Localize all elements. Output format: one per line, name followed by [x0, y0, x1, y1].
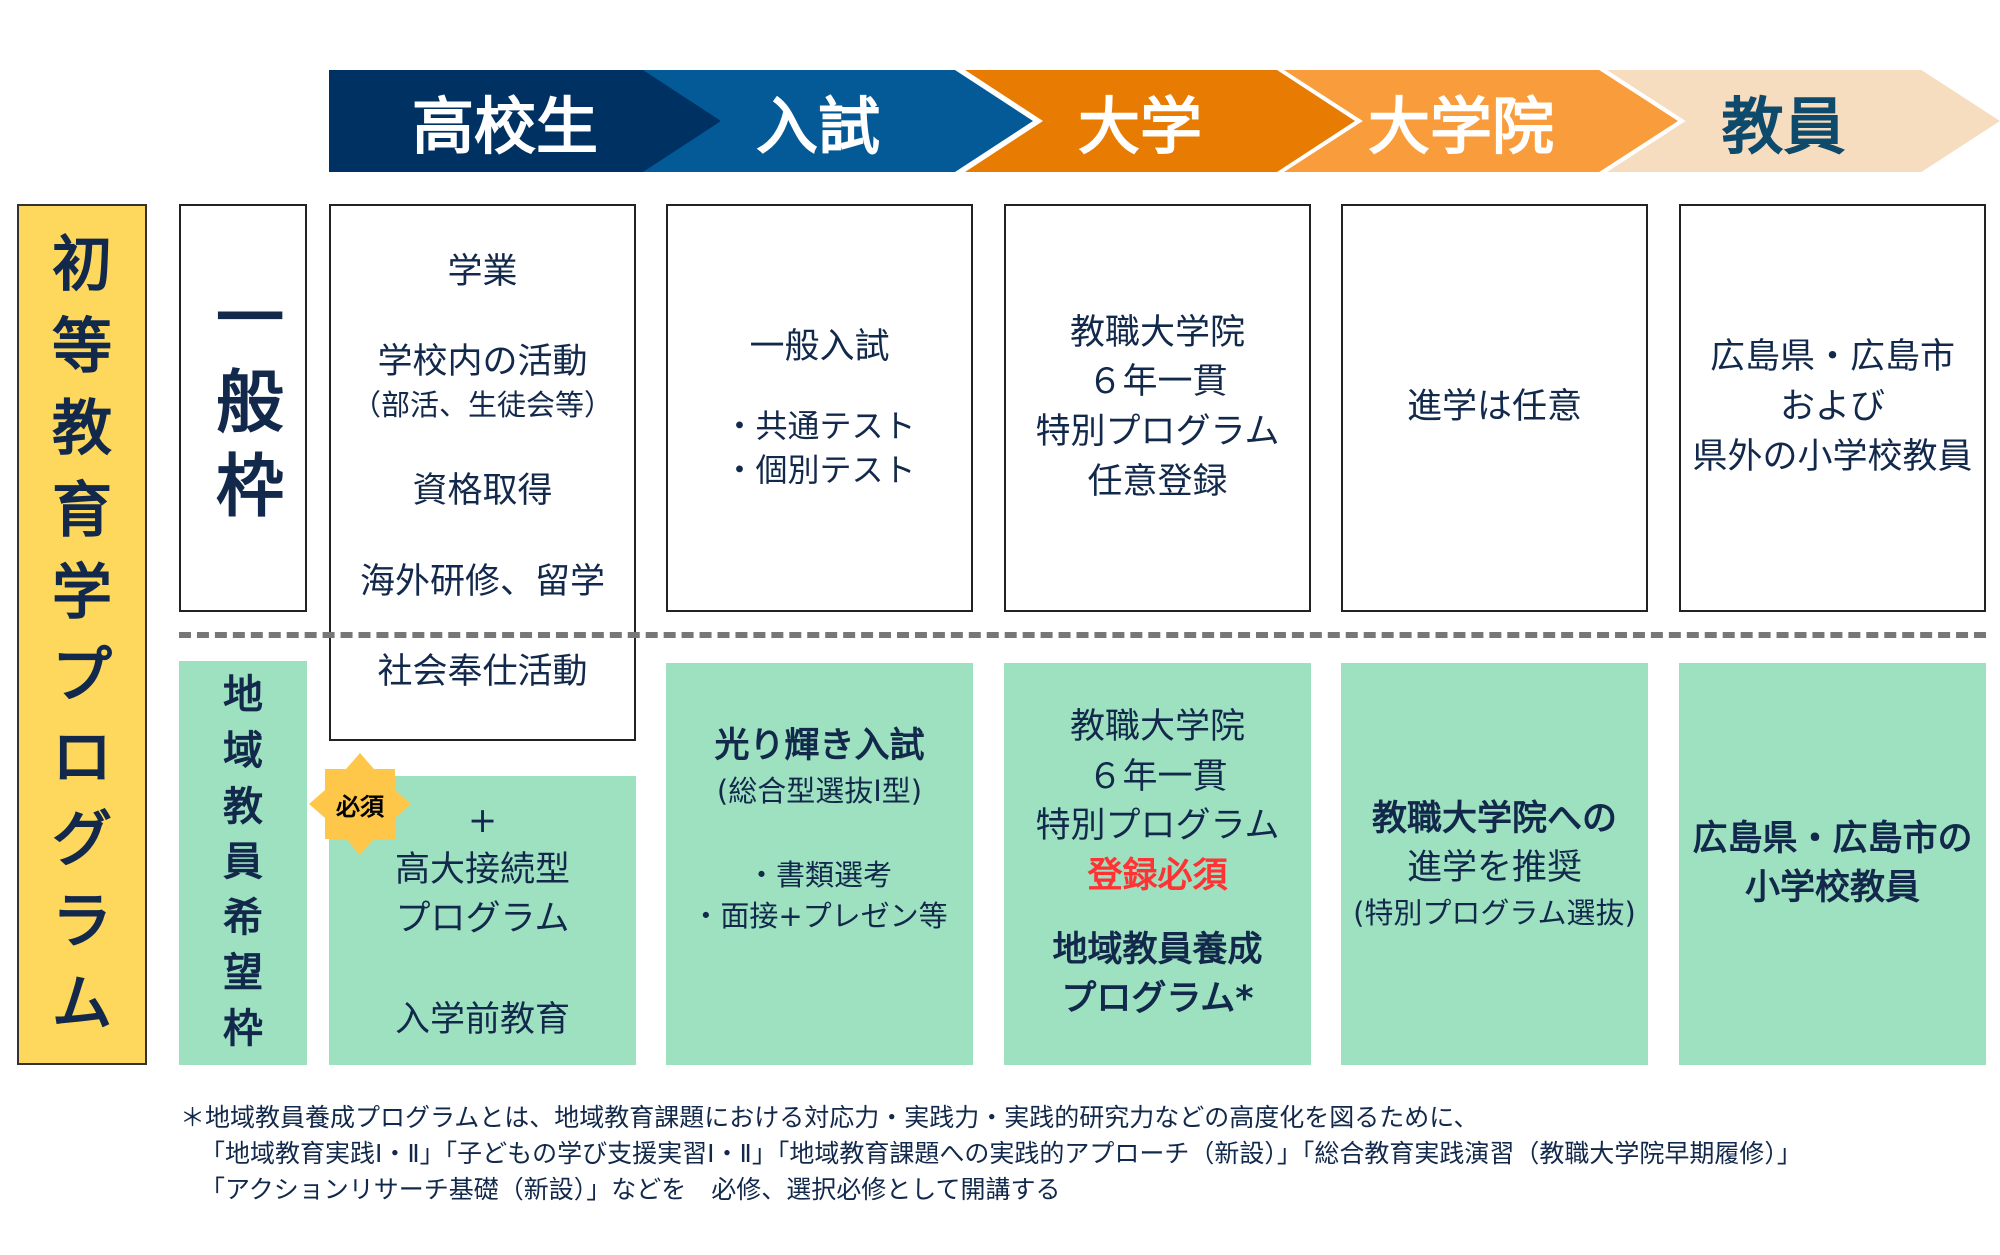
general-quota-label: 一般枠 — [203, 282, 283, 534]
exam-item: ・個別テスト — [723, 450, 916, 489]
general-teacher-box: 広島県・広島市 および 県外の小学校教員 — [1679, 204, 1986, 612]
footnote-line: 「地域教育実践Ⅰ・Ⅱ」「子どもの学び支援実習Ⅰ・Ⅱ」「地域教育課題への実践的アプ… — [200, 1139, 1802, 1168]
stage-label: 高校生 — [411, 90, 598, 163]
vertical-char: 等 — [52, 311, 112, 382]
vertical-char: プ — [52, 640, 112, 711]
vertical-char: グ — [52, 804, 112, 875]
text-note: (特別プログラム選抜) — [1353, 895, 1636, 930]
vertical-char: 員 — [223, 839, 263, 886]
divider-dashed — [179, 632, 1986, 638]
exam-item: ・面接+プレゼン等 — [691, 898, 948, 933]
text-line: ６年一貫 — [1087, 362, 1228, 403]
footnote: ＊地域教員養成プログラムとは、地域教育課題における対応力・実践力・実践的研究力な… — [180, 1100, 1802, 1208]
text-line: 進学を推奨 — [1406, 847, 1582, 888]
plus-sign: + — [467, 800, 498, 841]
vertical-char: 教 — [52, 393, 112, 464]
text-line: 教職大学院 — [1069, 706, 1245, 747]
text-line: 県外の小学校教員 — [1692, 436, 1973, 477]
regional-teacher-box: 広島県・広島市の 小学校教員 — [1679, 663, 1986, 1065]
text-line: 教職大学院 — [1069, 312, 1245, 353]
vertical-char: 域 — [223, 728, 263, 775]
vertical-char: ム — [52, 969, 112, 1040]
text-line: 広島県・広島市の — [1692, 819, 1973, 859]
text-line: プログラム — [395, 898, 570, 939]
activity-school-note: （部活、生徒会等） — [351, 388, 613, 423]
text-line: 高大接続型 — [394, 849, 570, 890]
general-quota-box: 一般枠 — [179, 204, 307, 612]
vertical-char: 育 — [52, 476, 112, 547]
stage-label: 大学院 — [1367, 90, 1554, 163]
exam-item: ・書類選考 — [746, 858, 892, 893]
text-line: 教職大学院への — [1371, 798, 1617, 839]
program-name: プログラム* — [1061, 979, 1254, 1020]
program-title: 初等教育学プログラム — [17, 204, 147, 1065]
regional-university-box: 教職大学院 ６年一貫 特別プログラム 登録必須 地域教員養成 プログラム* — [1004, 663, 1311, 1065]
stage-label: 教員 — [1721, 90, 1846, 163]
text-line: および — [1779, 387, 1885, 428]
activity-school: 学校内の活動 — [377, 342, 588, 383]
regional-quota-label: 地域教員希望枠 — [179, 661, 307, 1065]
general-exam-box: 一般入試 ・共通テスト ・個別テスト — [666, 204, 973, 612]
regional-exam-box: 光り輝き入試 (総合型選抜Ⅰ型) ・書類選考 ・面接+プレゼン等 — [666, 663, 973, 1065]
vertical-char: 学 — [52, 558, 112, 629]
text-line: 入学前教育 — [394, 999, 570, 1040]
text-line: 特別プログラム — [1035, 412, 1280, 452]
exam-title: 光り輝き入試 — [714, 725, 925, 766]
exam-subtitle: (総合型選抜Ⅰ型) — [716, 773, 923, 808]
stage-arrow-teacher: 教員 — [1607, 70, 2000, 172]
activity-volunteer: 社会奉仕活動 — [377, 651, 588, 692]
text-line: 小学校教員 — [1744, 868, 1920, 908]
vertical-char: 教 — [223, 783, 263, 830]
activity-abroad: 海外研修、留学 — [359, 561, 605, 602]
text-line: 任意登録 — [1087, 461, 1228, 502]
text-line: 進学は任意 — [1406, 387, 1582, 428]
stage-label: 入試 — [755, 90, 880, 163]
vertical-char: 枠 — [223, 1005, 263, 1052]
text-line: 広島県・広島市 — [1709, 337, 1955, 378]
text-line: ６年一貫 — [1087, 756, 1228, 797]
footnote-line: 「アクションリサーチ基礎（新設）」などを 必修、選択必修として開講する — [200, 1175, 1061, 1204]
exam-item: ・共通テスト — [723, 407, 916, 446]
required-badge-label: 必須 — [336, 793, 384, 821]
exam-title: 一般入試 — [749, 327, 890, 368]
footnote-line: ＊地域教員養成プログラムとは、地域教育課題における対応力・実践力・実践的研究力な… — [180, 1103, 1479, 1132]
vertical-char: 初 — [52, 229, 112, 300]
vertical-char: ラ — [52, 887, 112, 958]
stage-arrow-highschool: 高校生 — [329, 70, 721, 172]
required-badge-icon — [309, 753, 411, 855]
stage-label: 大学 — [1077, 90, 1202, 163]
program-name: 地域教員養成 — [1052, 929, 1263, 970]
vertical-char: 地 — [223, 672, 263, 719]
activity-qualification: 資格取得 — [412, 471, 553, 512]
registration-required: 登録必須 — [1087, 856, 1228, 896]
general-graduate-box: 進学は任意 — [1341, 204, 1648, 612]
regional-graduate-box: 教職大学院への 進学を推奨 (特別プログラム選抜) — [1341, 663, 1648, 1065]
general-highschool-box: 学業 学校内の活動 （部活、生徒会等） 資格取得 海外研修、留学 社会奉仕活動 — [329, 204, 636, 741]
general-university-box: 教職大学院 ６年一貫 特別プログラム 任意登録 — [1004, 204, 1311, 612]
vertical-char: ロ — [52, 722, 112, 793]
text-line: 特別プログラム — [1035, 806, 1280, 847]
activity-academics: 学業 — [447, 251, 518, 292]
vertical-char: 希 — [223, 894, 263, 941]
vertical-char: 望 — [223, 950, 263, 997]
